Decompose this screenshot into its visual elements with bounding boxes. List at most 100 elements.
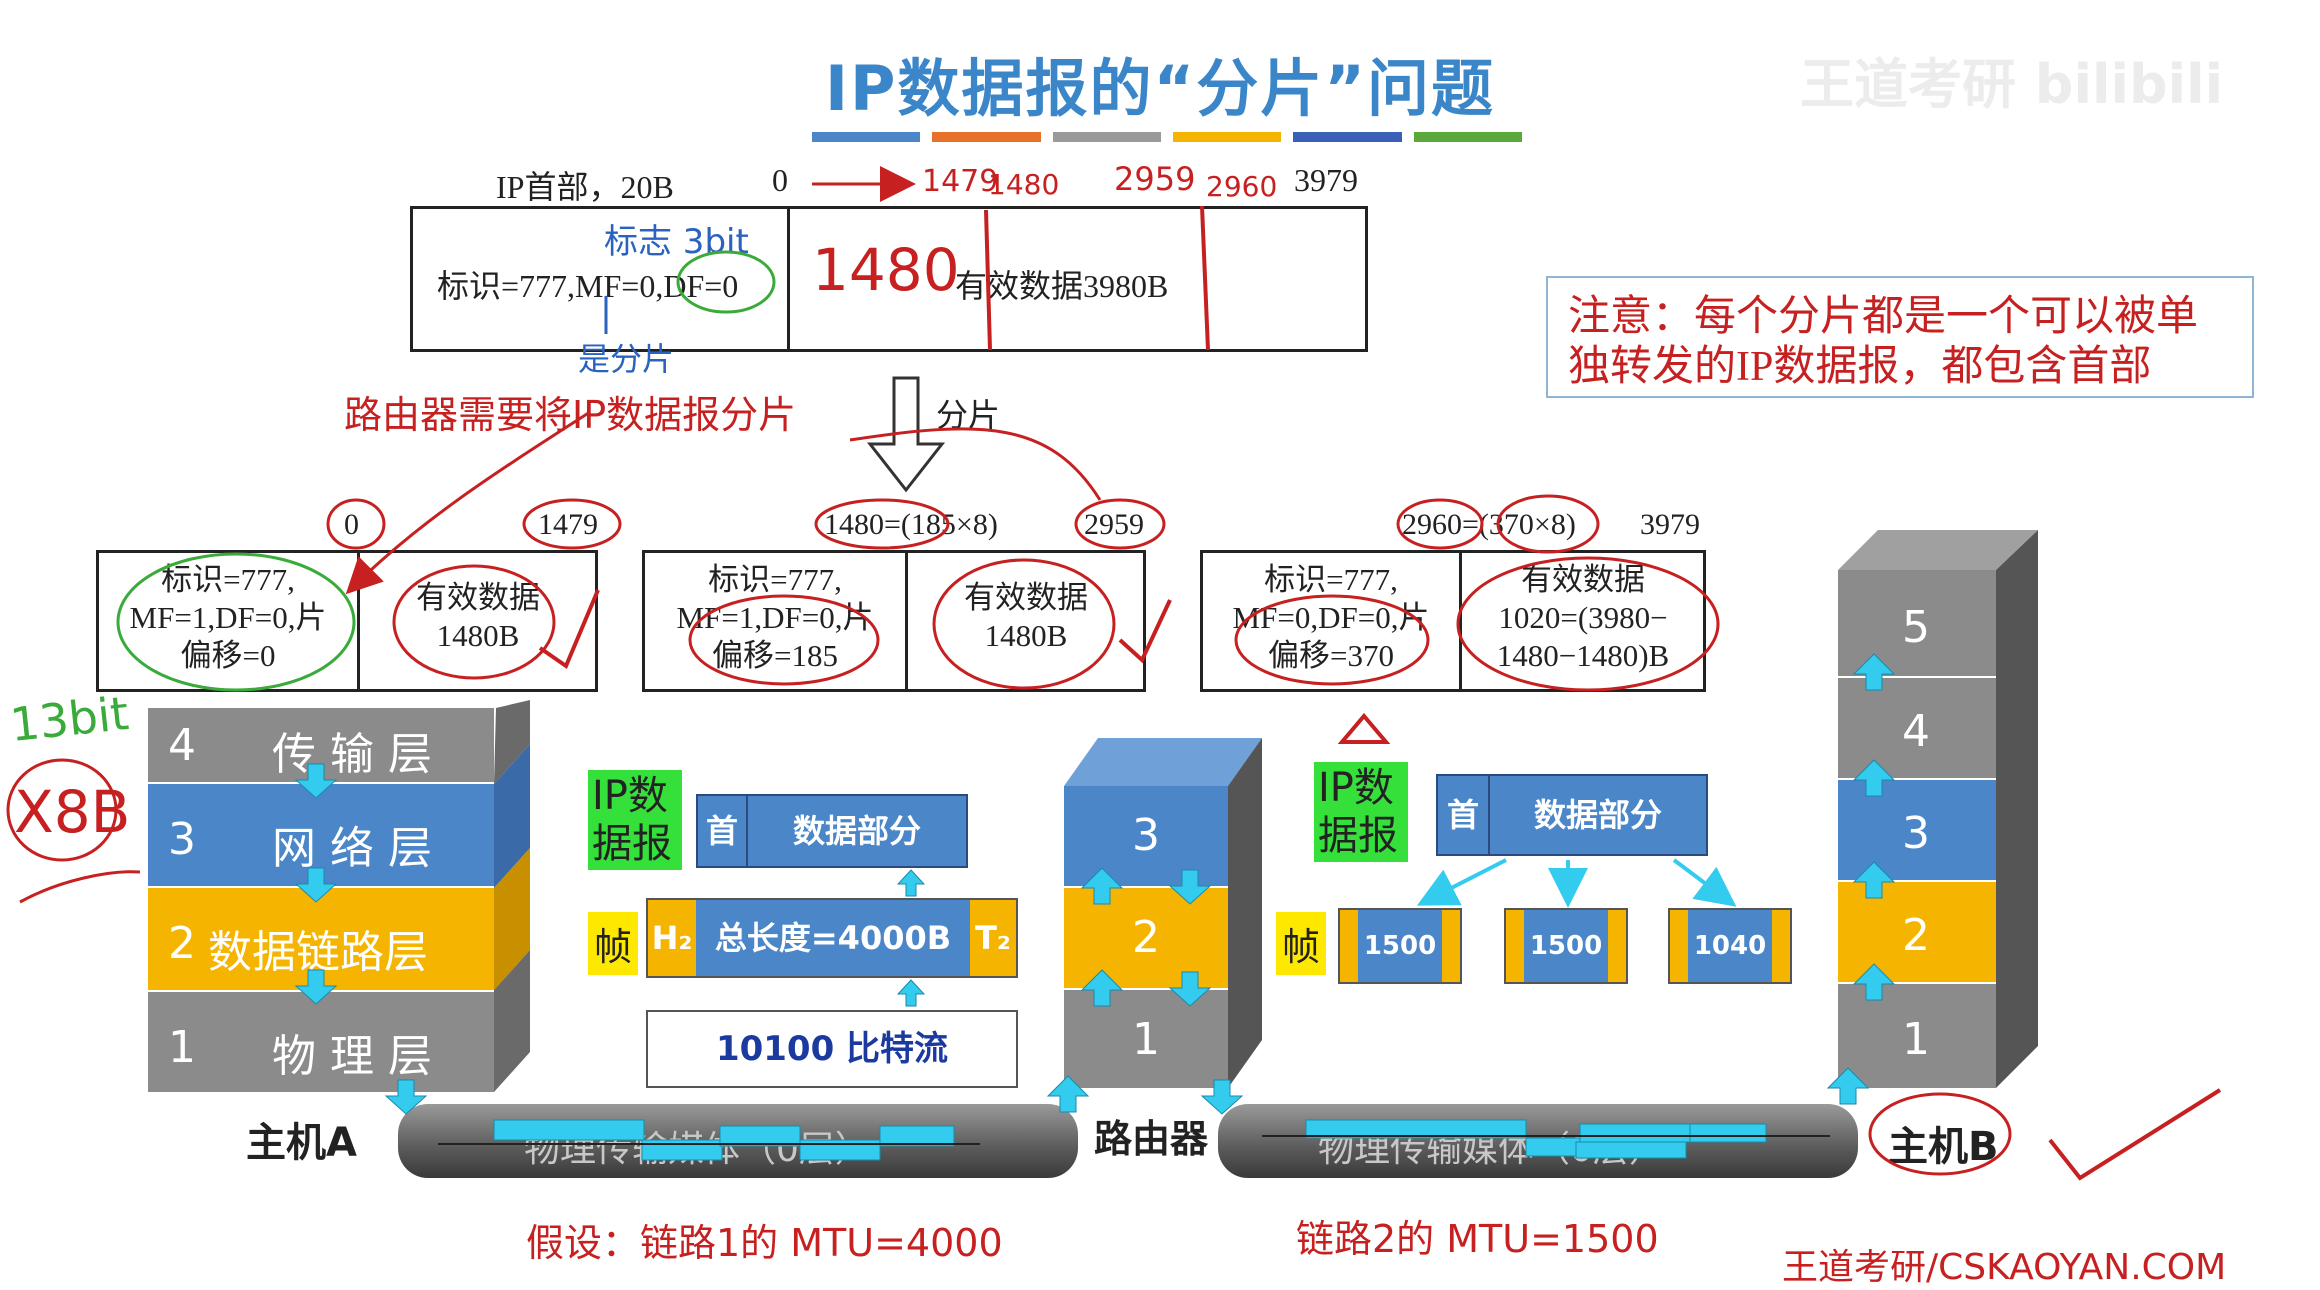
frag2-header: 标识=777, MF=1,DF=0,片 偏移=185 bbox=[645, 561, 905, 675]
hand-tick-2959: 2959 bbox=[1114, 160, 1196, 198]
offset-tick-3979: 3979 bbox=[1294, 162, 1358, 198]
circle-1480 bbox=[814, 498, 950, 550]
host-a-layer-4-name: 传 输 层 bbox=[272, 729, 432, 780]
circle-1479 bbox=[522, 498, 622, 550]
host-b-layer-1-num: 1 bbox=[1902, 1014, 1930, 1065]
fragment-curve bbox=[849, 427, 1102, 501]
frag1-data-line2: 1480B bbox=[436, 618, 520, 653]
ff1-size: 1500 bbox=[1358, 910, 1442, 982]
router-layer-1-num: 1 bbox=[1132, 1014, 1160, 1065]
host-b-layer-4: 4 bbox=[1838, 678, 1996, 778]
frag1-header-line1: 标识=777, bbox=[161, 562, 295, 597]
mid-left-head: 首 bbox=[698, 796, 748, 866]
offset-tick-0: 0 bbox=[772, 162, 788, 198]
ip-header-size-label: IP首部，20B bbox=[496, 169, 674, 205]
frag1-header-circle bbox=[116, 552, 356, 692]
hand-tick-1479: 1479 bbox=[922, 164, 999, 199]
underline-orange bbox=[932, 132, 1041, 142]
watermark: 王道考研 bilibili bbox=[1800, 53, 2224, 116]
frag3-header-line1: 标识=777, bbox=[1264, 562, 1398, 597]
frag3-header-circle bbox=[1234, 594, 1430, 686]
host-a-layer-3-num: 3 bbox=[168, 814, 196, 865]
router-layer-3: 3 bbox=[1064, 786, 1228, 886]
title-underline bbox=[812, 132, 1522, 142]
fragment-2: 标识=777, MF=1,DF=0,片 偏移=185 有效数据 1480B bbox=[642, 550, 1146, 692]
host-a-layer-2-num: 2 bbox=[168, 918, 196, 969]
fragment-1: 标识=777, MF=1,DF=0,片 偏移=0 有效数据 1480B bbox=[96, 550, 598, 692]
host-b-layer-5: 5 bbox=[1838, 570, 1996, 676]
frag3-data-line1: 有效数据 bbox=[1521, 562, 1645, 597]
original-payload-text: 有效数据3980B bbox=[955, 268, 1169, 304]
x8b-underline bbox=[19, 870, 141, 904]
router-layer-3-num: 3 bbox=[1132, 810, 1160, 861]
host-b-layer-5-num: 5 bbox=[1902, 602, 1930, 653]
host-a-layer-1-num: 1 bbox=[168, 1022, 196, 1073]
host-b-top bbox=[1838, 530, 2038, 570]
underline-green bbox=[1413, 132, 1522, 142]
frag1-data-line1: 有效数据 bbox=[416, 580, 540, 615]
router-fragment-note: 路由器需要将IP数据报分片 bbox=[344, 393, 797, 437]
frag1-header-line3: 偏移=0 bbox=[180, 638, 276, 673]
mid-right-ip-datagram: 首 数据部分 bbox=[1436, 774, 1708, 856]
frag3-header-line3: 偏移=370 bbox=[1268, 638, 1394, 673]
header-divider bbox=[787, 209, 790, 349]
check-1 bbox=[538, 589, 600, 670]
circle-370x8 bbox=[1496, 494, 1600, 554]
frag2-data: 有效数据 1480B bbox=[909, 579, 1143, 655]
check-2 bbox=[1118, 599, 1172, 664]
frag3-start: 2960=(370×8) bbox=[1402, 508, 1576, 541]
fragment-arrow bbox=[345, 410, 591, 595]
ff1-head bbox=[1340, 910, 1358, 982]
ff2-size: 1500 bbox=[1524, 910, 1608, 982]
frag2-header-circle bbox=[688, 594, 880, 686]
mid-right-frame-label: 帧 bbox=[1276, 912, 1327, 975]
mid-right-head: 首 bbox=[1438, 776, 1490, 854]
circle-2959 bbox=[1074, 498, 1166, 550]
mid-left-frame-label: 帧 bbox=[588, 912, 639, 975]
mid-left-frame: H₂ 总长度=4000B T₂ bbox=[646, 898, 1018, 978]
router-layer-2-num: 2 bbox=[1132, 912, 1160, 963]
host-b-side bbox=[1996, 530, 2038, 1088]
host-b-circle bbox=[1868, 1092, 2012, 1176]
footer-brand: 王道考研/CSKAOYAN.COM bbox=[1782, 1247, 2227, 1288]
note-line-1: 注意：每个分片都是一个可以被单 bbox=[1568, 294, 2199, 340]
df-circle bbox=[676, 250, 776, 314]
mid-left-data-part: 数据部分 bbox=[792, 812, 921, 850]
host-a-side-3 bbox=[494, 744, 530, 888]
frag1-header: 标识=777, MF=1,DF=0,片 偏移=0 bbox=[99, 561, 357, 675]
host-a-side-1 bbox=[494, 950, 530, 1092]
fragment-frame-3: 1040 bbox=[1668, 908, 1792, 984]
media-packets bbox=[493, 1119, 1767, 1161]
mid-left-up-arrows bbox=[896, 869, 926, 1007]
hand-1480-label: 1480 bbox=[812, 236, 960, 304]
frag1-header-line2: MF=1,DF=0,片 bbox=[129, 600, 327, 635]
hand-tick-2960: 2960 bbox=[1206, 170, 1278, 203]
frame-total-length: 总长度=4000B bbox=[696, 900, 970, 976]
note-line-2: 独转发的IP数据报，都包含首部 bbox=[1568, 344, 2152, 390]
mid-right-data-part: 数据部分 bbox=[1533, 796, 1662, 834]
split-label: 分片 bbox=[936, 397, 1001, 433]
underline-yellow bbox=[1172, 132, 1282, 142]
fragment-frame-2: 1500 bbox=[1504, 908, 1628, 984]
original-header-text: 标识=777,MF=0,DF=0 bbox=[437, 268, 739, 304]
check-host-b bbox=[2048, 1088, 2222, 1181]
host-a-layer-1-name: 物 理 层 bbox=[272, 1031, 432, 1082]
host-b-layer-1: 1 bbox=[1838, 984, 1996, 1088]
frag2-data-line1: 有效数据 bbox=[964, 580, 1088, 615]
ff1-tail bbox=[1442, 910, 1460, 982]
link2-mtu: 链路2的 MTU=1500 bbox=[1296, 1217, 1659, 1261]
circle-0 bbox=[326, 498, 386, 550]
host-b-layer-3: 3 bbox=[1838, 780, 1996, 880]
frag2-end: 2959 bbox=[1084, 508, 1144, 541]
hand-flag-3bit: 标志 3bit bbox=[604, 222, 749, 262]
split-line-1480 bbox=[984, 209, 992, 351]
hand-is-fragment: 是分片 bbox=[578, 340, 675, 378]
assumption-mtu-link1: 假设：链路1的 MTU=4000 bbox=[526, 1221, 1003, 1265]
host-b-name: 主机B bbox=[1888, 1124, 1999, 1170]
split-line-2960 bbox=[1200, 205, 1210, 351]
ff3-tail bbox=[1772, 910, 1790, 982]
underline-navy bbox=[1293, 132, 1402, 142]
fragment-frame-1: 1500 bbox=[1338, 908, 1462, 984]
mid-right-split-arrows bbox=[1416, 858, 1737, 908]
